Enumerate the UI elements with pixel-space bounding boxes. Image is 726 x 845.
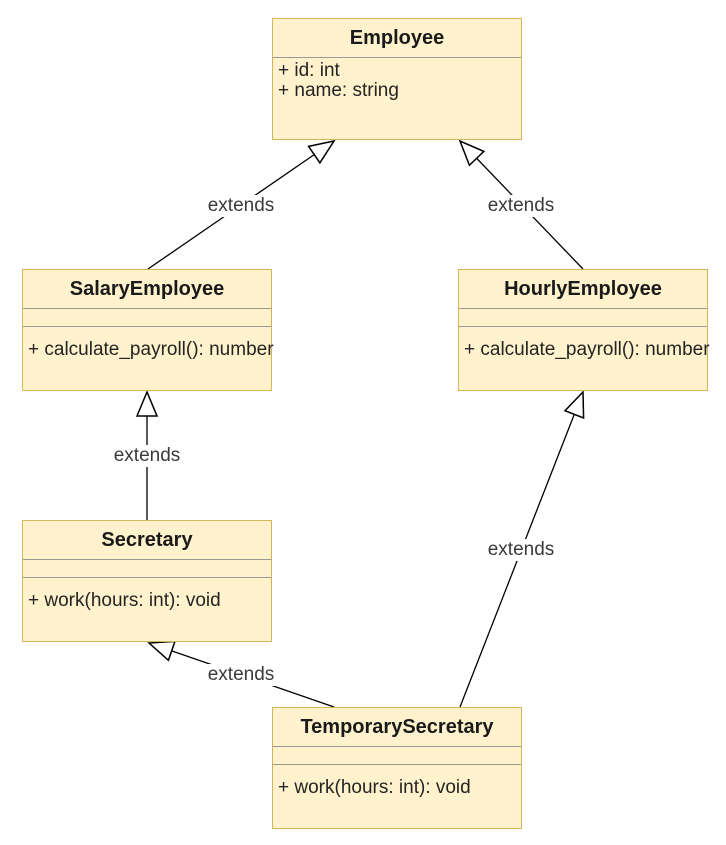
class-name-employee: Employee: [273, 19, 521, 58]
class-box-employee: Employee + id: int + name: string: [272, 18, 522, 140]
class-name-temporarysecretary: TemporarySecretary: [273, 708, 521, 747]
class-box-temporarysecretary: TemporarySecretary + work(hours: int): v…: [272, 707, 522, 829]
edge-label-secretary-extends-salaryemployee: extends: [111, 445, 183, 467]
class-box-secretary: Secretary + work(hours: int): void: [22, 520, 272, 642]
class-name-secretary: Secretary: [23, 521, 271, 560]
method-work: + work(hours: int): void: [28, 590, 221, 611]
class-attributes-employee: + id: int + name: string: [273, 58, 521, 101]
edge-label-temporarysecretary-extends-hourlyemployee: extends: [485, 539, 557, 561]
method-calculate-payroll: + calculate_payroll(): number: [464, 339, 710, 360]
method-calculate-payroll: + calculate_payroll(): number: [28, 339, 274, 360]
edge-label-temporarysecretary-extends-secretary: extends: [205, 664, 277, 686]
class-attributes-empty: [459, 309, 707, 327]
class-methods-secretary: + work(hours: int): void: [23, 578, 271, 611]
attribute-id: + id: int: [278, 60, 340, 81]
class-methods-temporarysecretary: + work(hours: int): void: [273, 765, 521, 798]
edge-label-salaryemployee-extends-employee: extends: [205, 195, 277, 217]
class-attributes-empty: [23, 309, 271, 327]
class-box-hourlyemployee: HourlyEmployee + calculate_payroll(): nu…: [458, 269, 710, 391]
class-attributes-empty: [23, 560, 271, 578]
class-name-hourlyemployee: HourlyEmployee: [459, 270, 707, 309]
attribute-name: + name: string: [278, 80, 399, 101]
class-name-salaryemployee: SalaryEmployee: [23, 270, 271, 309]
class-attributes-empty: [273, 747, 521, 765]
class-methods-hourlyemployee: + calculate_payroll(): number: [459, 327, 710, 360]
method-work: + work(hours: int): void: [278, 777, 471, 798]
class-methods-salaryemployee: + calculate_payroll(): number: [23, 327, 274, 360]
edge-label-hourlyemployee-extends-employee: extends: [485, 195, 557, 217]
class-box-salaryemployee: SalaryEmployee + calculate_payroll(): nu…: [22, 269, 274, 391]
